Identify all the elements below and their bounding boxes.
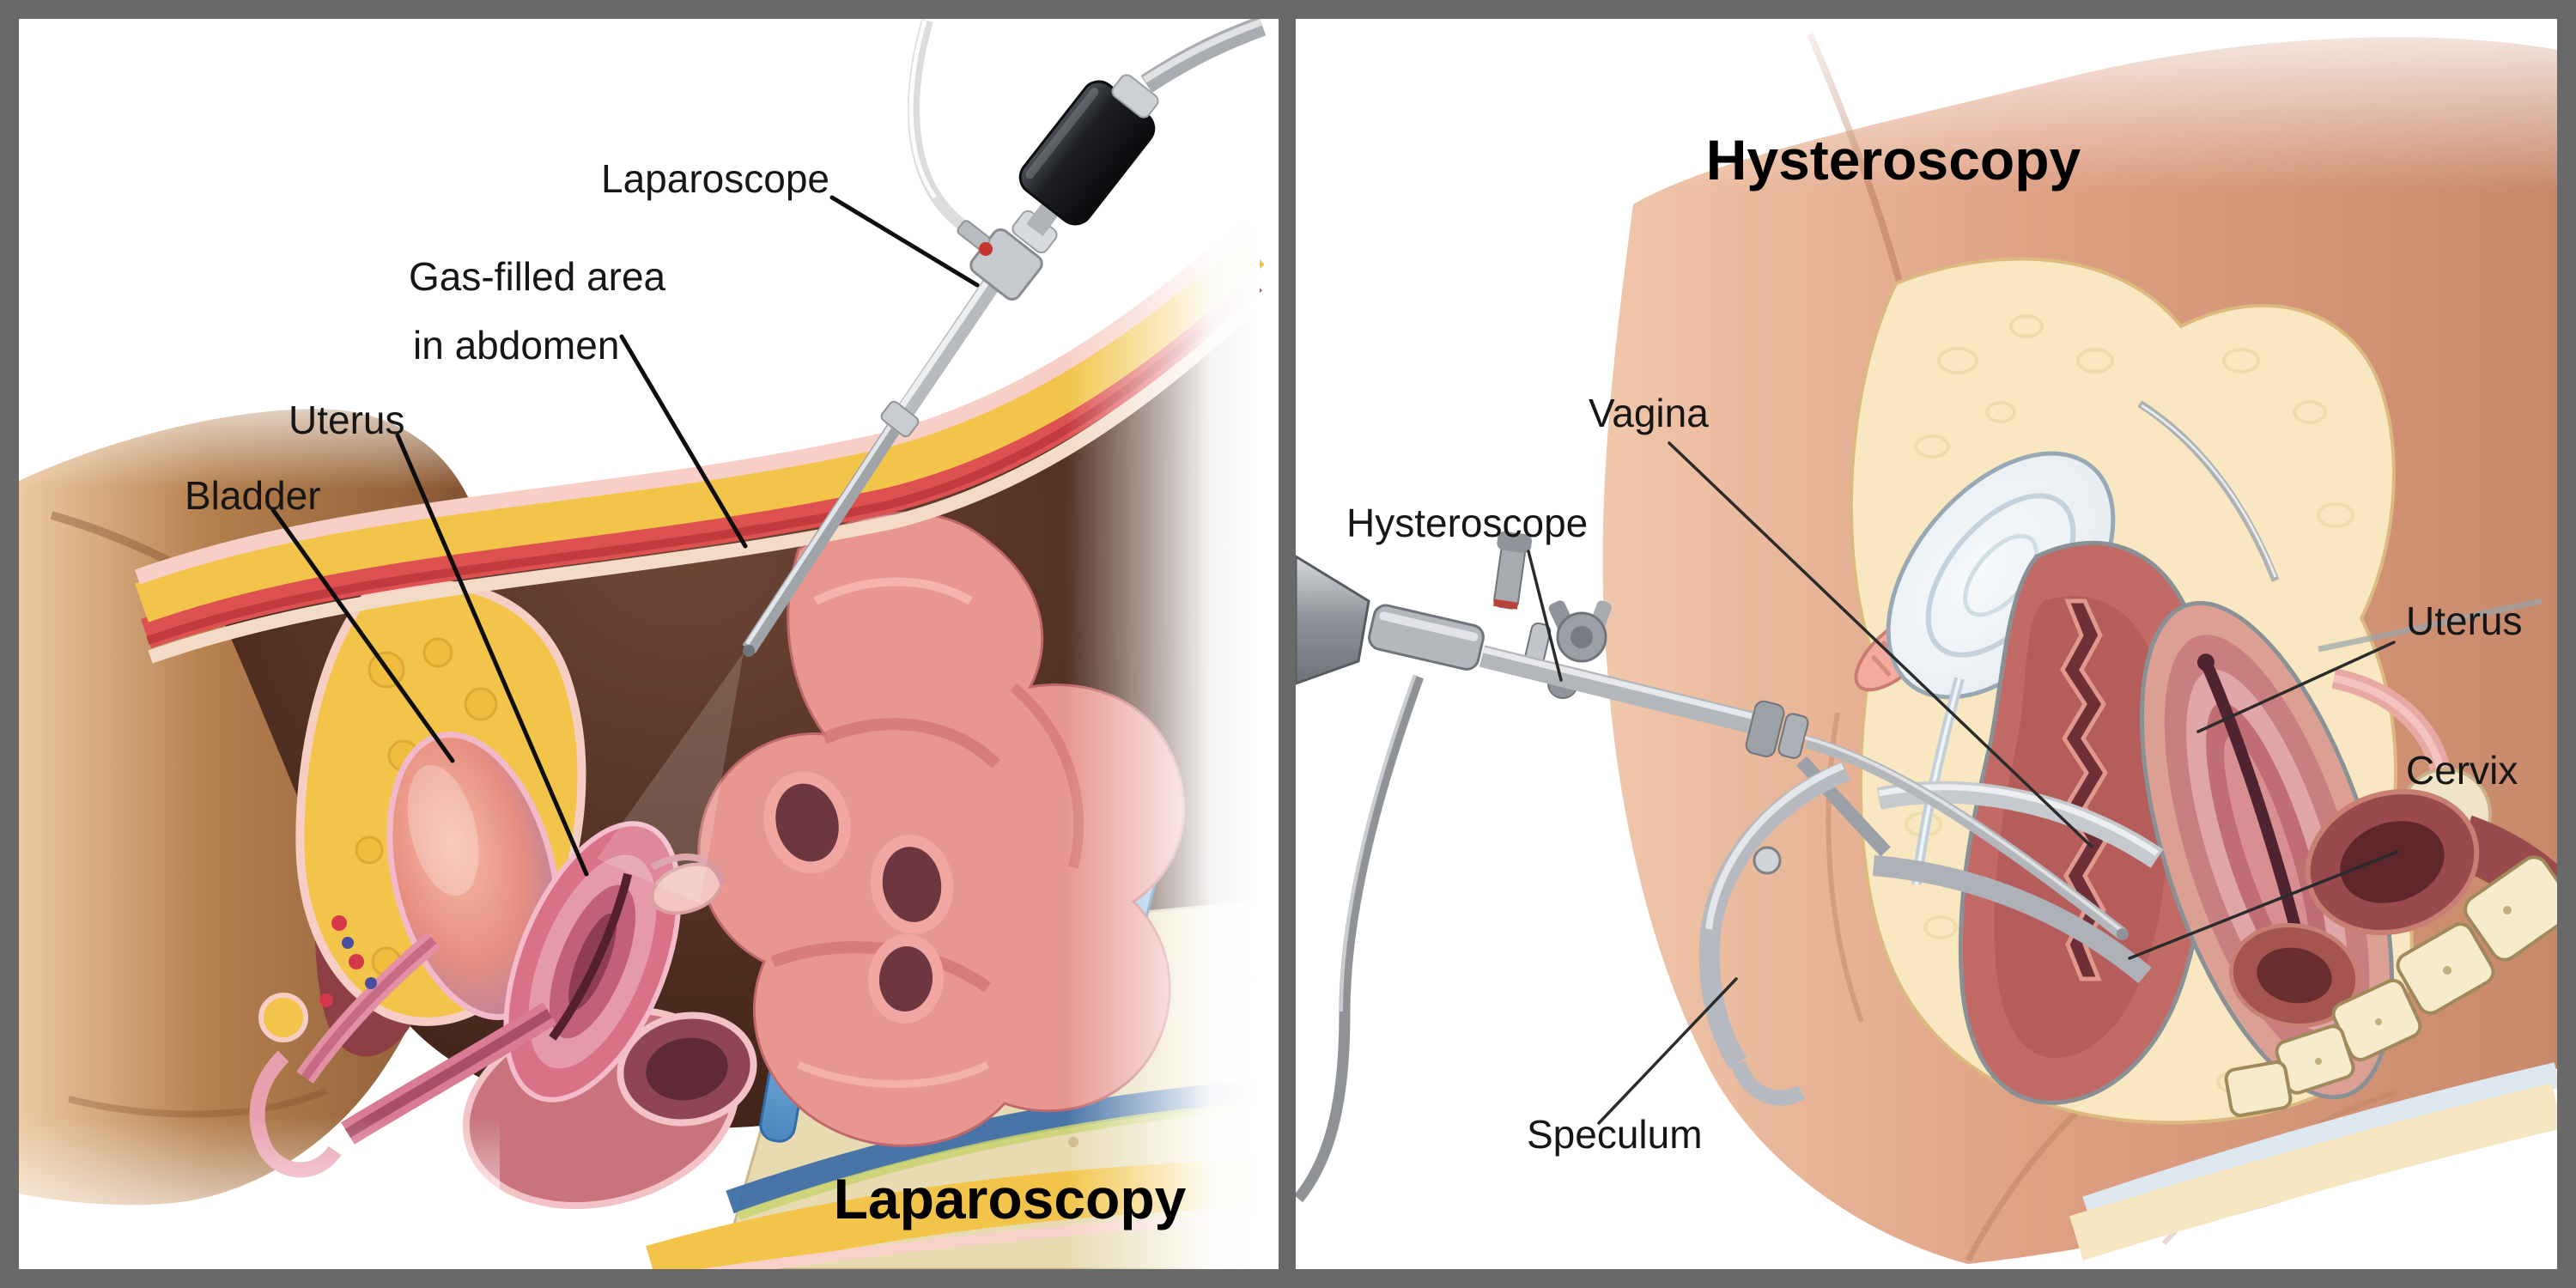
uterus-organ-left	[503, 821, 682, 1103]
label-laparoscope: Laparoscope	[601, 156, 829, 201]
fiber-optic-cable	[908, 19, 993, 256]
label-uterus-left: Uterus	[289, 398, 405, 442]
title-hysteroscopy: Hysteroscopy	[1705, 128, 2081, 191]
top-body-fade	[19, 369, 568, 489]
leader-hysteroscope	[1527, 550, 1563, 682]
right-edge-fade	[1065, 19, 1260, 1269]
leader-uterus-left	[395, 433, 589, 877]
hysteroscopy-leader-lines	[1527, 441, 2399, 1125]
label-vagina: Vagina	[1589, 391, 1709, 435]
vaginal-canal-rugae	[2060, 598, 2108, 981]
laparoscopy-leader-lines	[270, 195, 980, 877]
top-fade-right-panel	[1296, 19, 2557, 191]
label-uterus-right: Uterus	[2406, 598, 2523, 643]
hysteroscopy-illustration	[1296, 19, 2557, 1264]
laparoscopy-illustration	[19, 19, 1267, 1269]
fallopian-ovary-left	[650, 854, 726, 915]
label-cervix: Cervix	[2406, 748, 2518, 793]
label-hysteroscope: Hysteroscope	[1346, 501, 1589, 545]
leader-vagina	[1668, 441, 2093, 848]
label-gas-filled-line2: in abdomen	[413, 323, 620, 368]
bottom-body-fade	[19, 1116, 500, 1269]
label-gas-filled-line1: Gas-filled area	[409, 254, 666, 299]
shaft-coupler	[1745, 700, 1809, 759]
leader-gas-filled	[619, 334, 748, 549]
speculum-handle	[1698, 756, 1891, 1106]
label-bladder: Bladder	[185, 473, 321, 518]
stopcock-valve	[1493, 531, 1533, 610]
sacrum-coccyx	[2069, 855, 2557, 1261]
leader-cervix	[2128, 850, 2399, 960]
leader-laparoscope	[829, 195, 980, 288]
round-ligament	[2318, 598, 2543, 653]
eyepiece	[1296, 555, 1370, 685]
camera-cable	[1140, 19, 1267, 94]
label-speculum: Speculum	[1527, 1112, 1703, 1157]
leader-bladder	[270, 507, 455, 763]
pelvic-section	[249, 580, 726, 1178]
bowel-cut-openings	[763, 771, 954, 1024]
laparoscope-instrument	[742, 19, 1267, 657]
hysteroscope-shaft	[1805, 735, 2127, 939]
title-laparoscopy: Laparoscopy	[833, 1167, 1187, 1230]
hysteroscope-cable	[1296, 674, 1425, 1203]
leader-uterus-right	[2196, 641, 2396, 733]
leader-speculum	[1597, 977, 1738, 1125]
scope-view-cone	[597, 653, 744, 903]
hysteroscope-instrument	[1296, 531, 2129, 1203]
bowel-loops	[697, 511, 1186, 1147]
